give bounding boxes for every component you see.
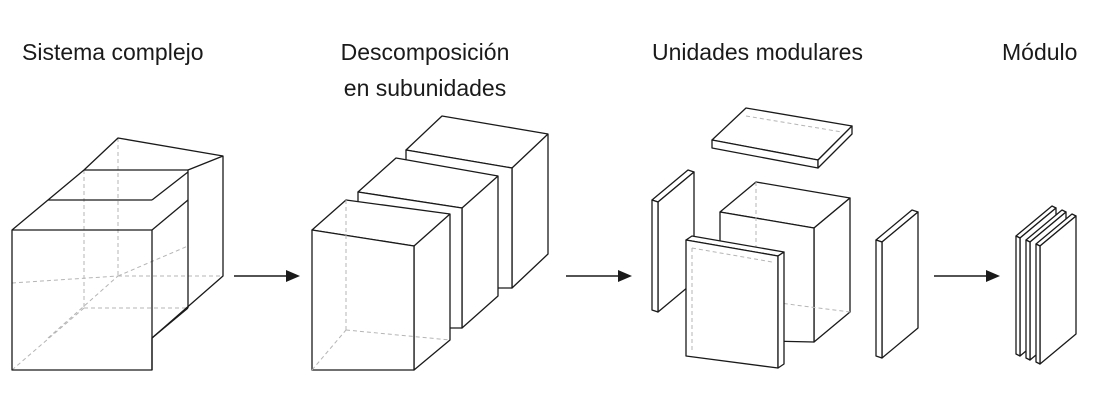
panel-left xyxy=(651,169,695,313)
arrow-3 xyxy=(934,270,1000,282)
panel-right xyxy=(875,209,919,359)
complex-system-block xyxy=(11,137,224,371)
caption-text: Sistema complejo xyxy=(22,39,204,65)
caption-sistema-complejo: Sistema complejo xyxy=(22,34,204,70)
panel-top xyxy=(711,107,853,169)
caption-descomposicion: Descomposición en subunidades xyxy=(318,34,532,106)
module-panel-3 xyxy=(1035,213,1077,365)
subunit-front xyxy=(311,199,451,371)
caption-text: Módulo xyxy=(1002,39,1078,65)
caption-text: Unidades modulares xyxy=(652,39,863,65)
panel-front xyxy=(685,235,785,369)
caption-unidades-modulares: Unidades modulares xyxy=(652,34,863,70)
caption-modulo: Módulo xyxy=(1002,34,1077,70)
arrow-1 xyxy=(234,270,300,282)
caption-line-1: Descomposición xyxy=(340,39,510,65)
arrow-2 xyxy=(566,270,632,282)
caption-line-2: en subunidades xyxy=(343,75,507,101)
